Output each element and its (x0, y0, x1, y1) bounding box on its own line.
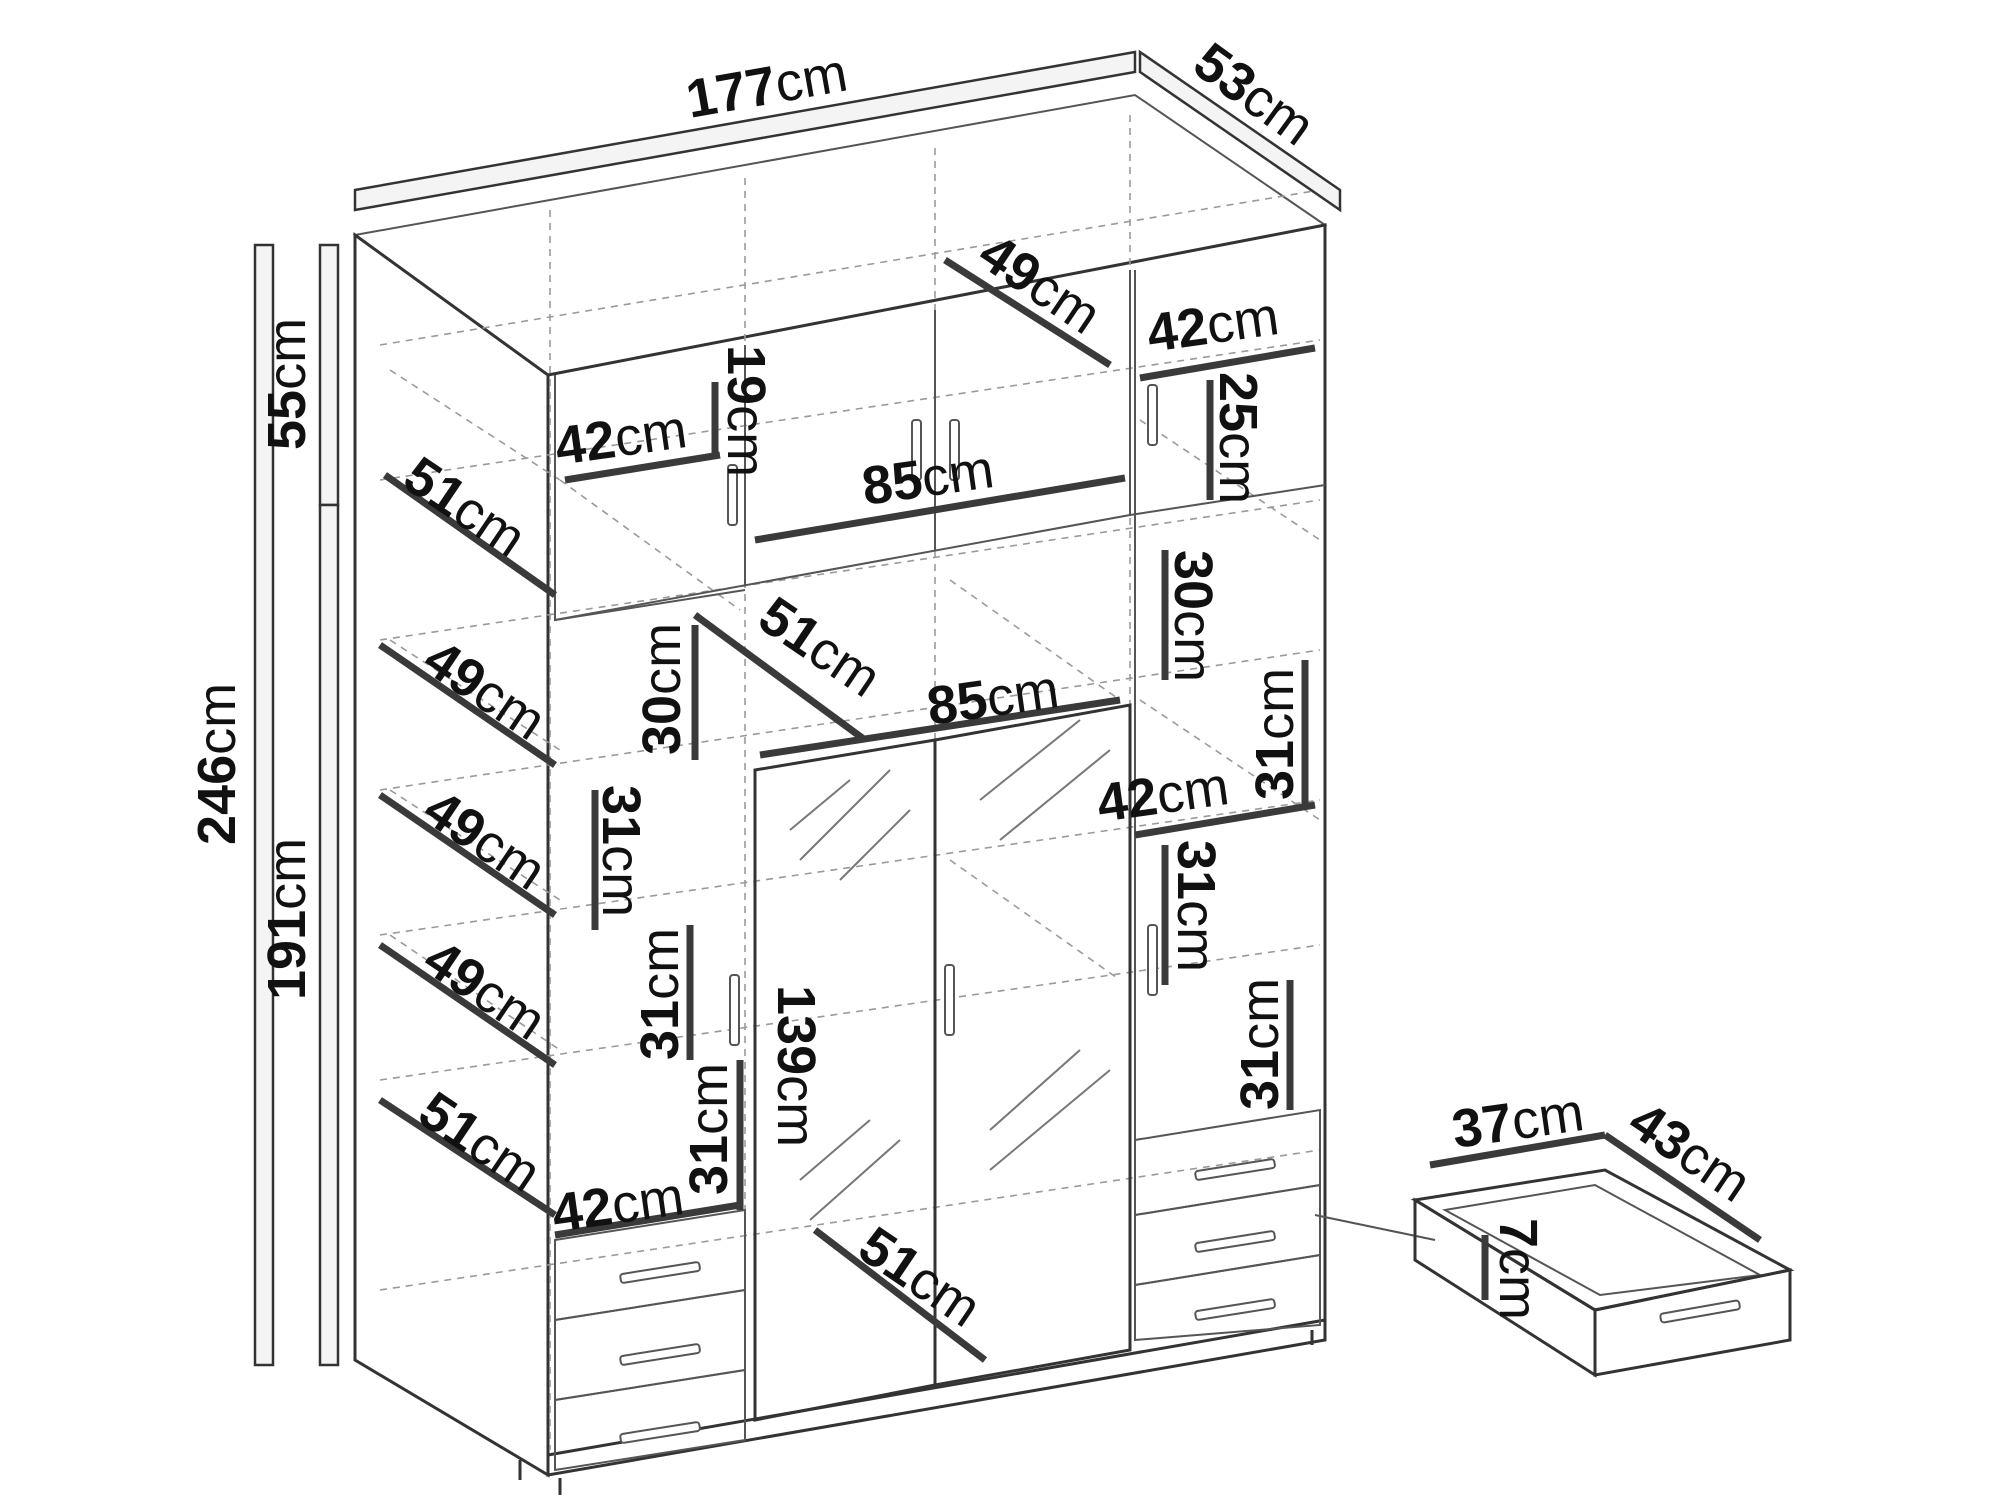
label-right-shelf-3-height: 31cm (1166, 840, 1226, 972)
label-left-bottom-width: 42cm (548, 1166, 687, 1244)
label-top-upper-depth: 49cm (968, 222, 1111, 346)
label-right-shelf-4-height: 31cm (1230, 978, 1290, 1110)
outer-dimension-bars (253, 49, 1342, 1367)
label-top-left-height: 19cm (716, 345, 776, 477)
label-drawer-height: 7cm (1488, 1218, 1548, 1320)
label-right-shelf-2-height: 31cm (1245, 668, 1305, 800)
label-left-shelf-2-height: 31cm (591, 785, 651, 917)
label-mirror-height: 139cm (766, 985, 826, 1147)
label-bottom-center-depth: 51cm (848, 1215, 991, 1339)
label-total-height: 246cm (187, 683, 247, 845)
label-top-left-width: 42cm (551, 399, 690, 477)
label-left-shelf-3-height: 31cm (630, 928, 690, 1060)
label-left-shelf-4-depth: 51cm (408, 1080, 551, 1204)
interior-dimension-lines (378, 257, 1316, 1363)
label-left-shelf-4-height: 31cm (679, 1063, 739, 1195)
label-top-right-height: 25cm (1208, 372, 1268, 504)
label-top-center-width: 85cm (858, 439, 997, 517)
label-left-shelf-1-height: 30cm (632, 623, 692, 755)
handles (619, 384, 1276, 1444)
label-top-right-width: 42cm (1143, 286, 1282, 364)
label-top-section-height: 55cm (257, 318, 317, 450)
label-left-shelf-2-depth: 49cm (413, 778, 556, 902)
label-left-shelf-3-depth: 49cm (413, 928, 556, 1052)
label-drawer-width: 37cm (1448, 1082, 1587, 1160)
mirror-reflections (789, 719, 1111, 1221)
label-top-depth-left: 51cm (393, 445, 536, 569)
front-panels (554, 270, 1326, 1472)
label-center-shelf-depth: 51cm (748, 585, 891, 709)
label-right-shelf-1-height: 30cm (1163, 550, 1223, 682)
label-right-width: 42cm (1093, 756, 1232, 834)
label-left-shelf-1-depth: 49cm (413, 628, 556, 752)
label-bottom-section-height: 191cm (257, 838, 317, 1000)
dimension-labels: 177cm 53cm 246cm 55cm 191cm 49cm 42cm 42… (187, 31, 1761, 1339)
drawer-detail (1314, 1131, 1795, 1378)
label-center-width: 85cm (923, 659, 1062, 737)
